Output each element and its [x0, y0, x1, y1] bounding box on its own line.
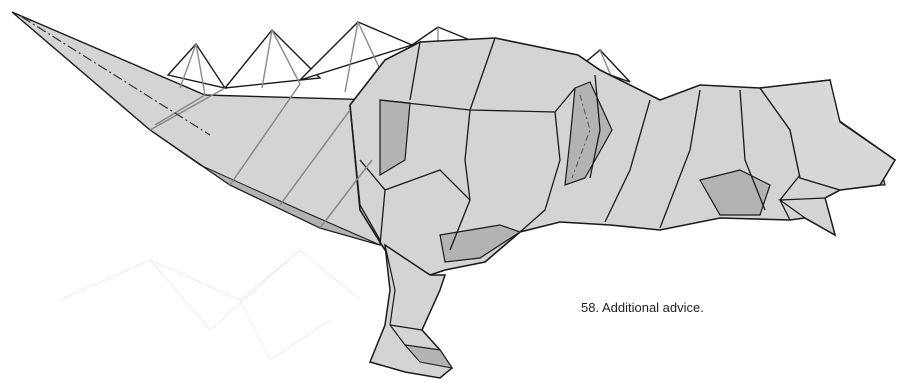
step-caption: 58. Additional advice. [581, 300, 704, 315]
ghost-guidelines [60, 250, 360, 360]
